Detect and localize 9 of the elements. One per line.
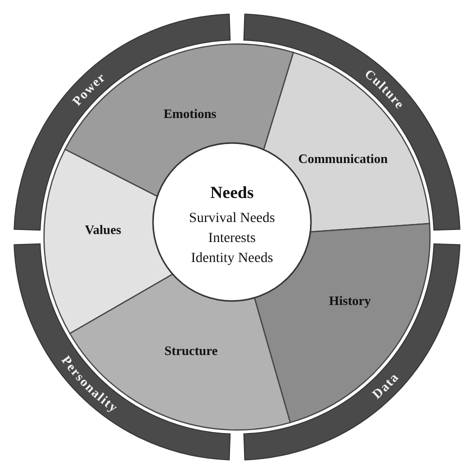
center-item: Identity Needs xyxy=(190,251,274,266)
center-item: Survival Needs xyxy=(189,211,275,226)
center-item: Interests xyxy=(208,231,256,246)
segment-label: History xyxy=(329,293,371,308)
segment-label: Structure xyxy=(164,343,218,358)
segment-label: Communication xyxy=(298,151,388,166)
center-heading: Needs xyxy=(210,183,254,202)
segment-label: Values xyxy=(84,222,122,237)
segment-label: Emotions xyxy=(164,106,216,121)
